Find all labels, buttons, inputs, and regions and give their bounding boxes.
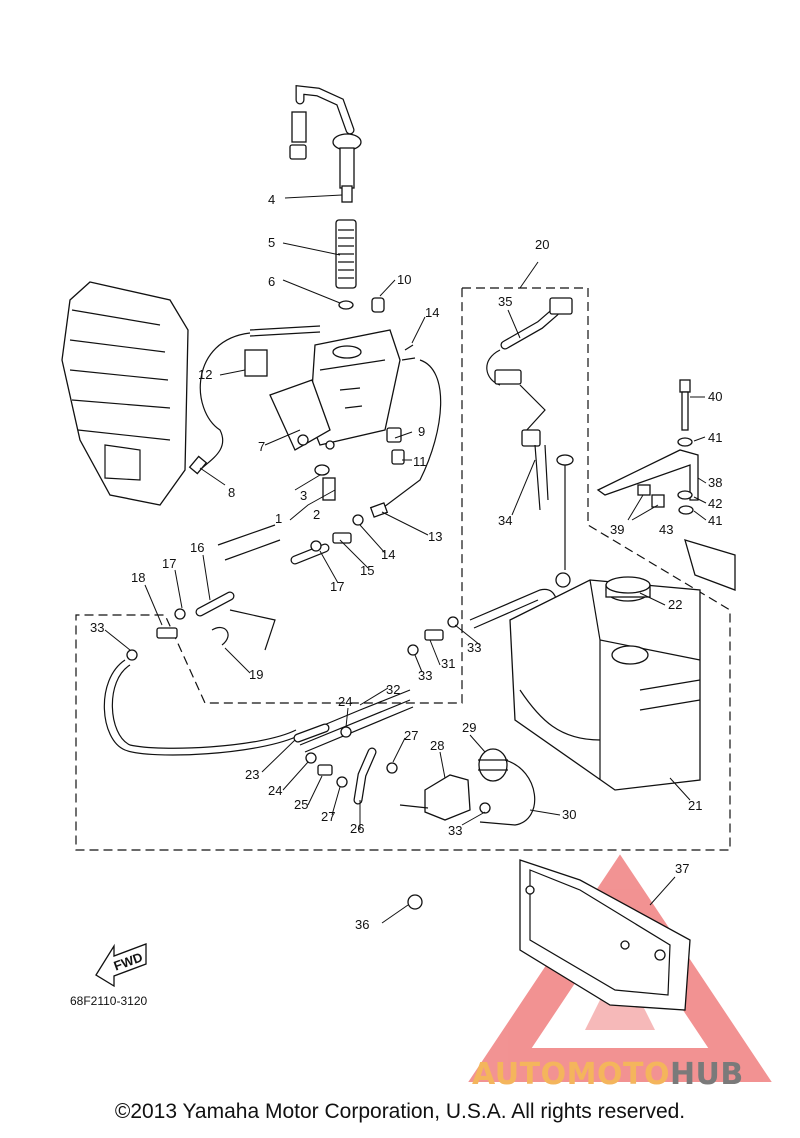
hose-33-left (103, 659, 411, 756)
callout-3: 3 (300, 488, 307, 503)
callout-19: 19 (249, 667, 263, 682)
callout-20: 20 (535, 237, 549, 252)
callout-40: 40 (708, 389, 722, 404)
callout-41b: 41 (708, 513, 722, 528)
callout-24a: 24 (338, 694, 352, 709)
callout-10: 10 (397, 272, 411, 287)
fuel-pump-assembly (293, 723, 536, 826)
callout-27a: 27 (404, 728, 418, 743)
callout-30: 30 (562, 807, 576, 822)
hose-8b (199, 332, 251, 471)
callout-39a: 39 (610, 522, 624, 537)
callout-7: 7 (258, 439, 265, 454)
fwd-arrow-icon: FWD (95, 943, 147, 988)
callout-22: 22 (668, 597, 682, 612)
callout-32: 32 (386, 682, 400, 697)
callout-14b: 14 (381, 547, 395, 562)
callout-33d: 33 (448, 823, 462, 838)
callout-18: 18 (131, 570, 145, 585)
callout-33c: 33 (418, 668, 432, 683)
hose-fittings (126, 514, 364, 661)
callout-12: 12 (198, 367, 212, 382)
clamp-36 (407, 894, 423, 910)
callout-labels: 1 2 3 4 5 6 7 8 9 10 11 12 13 14 14 15 1… (90, 192, 722, 932)
callout-26: 26 (350, 821, 364, 836)
callout-42: 42 (708, 496, 722, 511)
sender-assembly (289, 84, 362, 310)
watermark-text-secondary: HUB (669, 1057, 744, 1092)
callout-36: 36 (355, 917, 369, 932)
diagram-reference-code: 68F2110-3120 (70, 994, 148, 1008)
callout-27b: 27 (321, 809, 335, 824)
callout-33a: 33 (90, 620, 104, 635)
callout-29: 29 (462, 720, 476, 735)
callout-34: 34 (498, 513, 512, 528)
callout-37: 37 (675, 861, 689, 876)
wiring-harness (486, 297, 574, 588)
callout-24b: 24 (268, 783, 282, 798)
callout-14a: 14 (425, 305, 439, 320)
callout-17b: 17 (330, 579, 344, 594)
upper-oil-tank (244, 297, 416, 501)
watermark-text-primary: AUTOMOTO (472, 1057, 670, 1092)
leader-lines (104, 194, 707, 924)
main-oil-tank (509, 576, 701, 791)
callout-15: 15 (360, 563, 374, 578)
callout-33b: 33 (467, 640, 481, 655)
engine-cowling (61, 281, 189, 506)
callout-16: 16 (190, 540, 204, 555)
callout-2: 2 (313, 507, 320, 522)
hose-8 (249, 325, 321, 337)
callout-41a: 41 (708, 430, 722, 445)
callout-17a: 17 (162, 556, 176, 571)
copyright-notice: ©2013 Yamaha Motor Corporation, U.S.A. A… (114, 1100, 686, 1123)
callout-9: 9 (418, 424, 425, 439)
callout-35: 35 (498, 294, 512, 309)
callout-11: 11 (413, 454, 427, 469)
callout-21: 21 (688, 798, 702, 813)
callout-4: 4 (268, 192, 275, 207)
callout-23: 23 (245, 767, 259, 782)
callout-6: 6 (268, 274, 275, 289)
callout-43: 43 (659, 522, 673, 537)
hose-32 (299, 699, 414, 753)
callout-38: 38 (708, 475, 722, 490)
callout-1: 1 (275, 511, 282, 526)
tank-bracket (519, 859, 691, 1011)
callout-13: 13 (428, 529, 442, 544)
callout-5: 5 (268, 235, 275, 250)
group-outline-20 (75, 287, 731, 851)
watermark-text: AUTOMOTOHUB (472, 1057, 744, 1092)
mount-bracket (596, 379, 736, 591)
callout-8: 8 (228, 485, 235, 500)
callout-31: 31 (441, 656, 455, 671)
callout-25: 25 (294, 797, 308, 812)
callout-28: 28 (430, 738, 444, 753)
hose-13 (379, 359, 442, 511)
